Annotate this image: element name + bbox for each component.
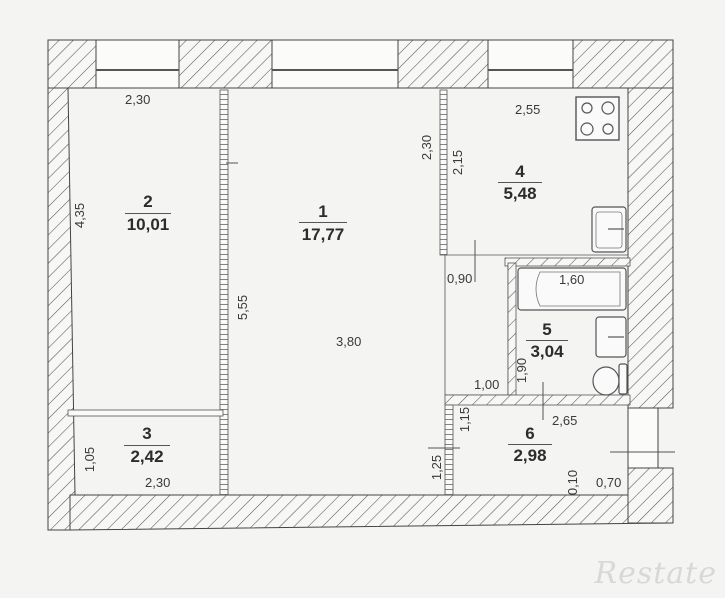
toilet-icon: [592, 363, 628, 396]
room-3-area: 2,42: [130, 447, 164, 466]
dim-room6-width: 2,65: [552, 413, 578, 428]
dim-room3-width: 2,30: [145, 475, 171, 490]
room-4-divider: [498, 182, 542, 183]
room-1-number: 1: [318, 202, 328, 221]
room-2-number: 2: [143, 192, 153, 211]
dim-room2-height: 4,35: [72, 202, 88, 229]
dim-room6-offset: 0,10: [565, 469, 581, 496]
room-2-divider: [125, 213, 171, 214]
room-6-area: 2,98: [513, 446, 547, 465]
dim-room4-door: 0,90: [447, 271, 473, 286]
room-5-number: 5: [542, 320, 552, 339]
dim-room1-width: 3,80: [336, 334, 362, 349]
dim-room6-height-a: 1,15: [457, 406, 473, 433]
bathtub-icon: [517, 267, 627, 311]
dim-room5-height: 1,90: [514, 357, 530, 384]
dim-room5-door: 1,00: [474, 377, 500, 392]
exterior-walls: [47, 39, 675, 531]
room-1-area: 17,77: [301, 225, 345, 244]
room-3-number: 3: [142, 424, 152, 443]
dim-room4-height-outer: 2,30: [419, 134, 435, 161]
room-3-divider: [124, 445, 170, 446]
dim-room2-width: 2,30: [125, 92, 151, 107]
room-5-divider: [526, 340, 568, 341]
room-6-number: 6: [525, 424, 535, 443]
kitchen-sink-icon: [591, 206, 627, 253]
room-2-area: 10,01: [126, 215, 170, 234]
dim-room6-height-b: 1,25: [429, 454, 445, 481]
room-6-divider: [508, 444, 552, 445]
interior-partitions: [67, 89, 631, 496]
dim-room1-height: 5,55: [235, 294, 251, 321]
dim-room4-height-inner: 2,15: [450, 149, 466, 176]
room-1-divider: [299, 222, 347, 223]
dim-bath-length: 1,60: [559, 272, 585, 287]
dim-room4-width: 2,55: [515, 102, 541, 117]
room-4-area: 5,48: [503, 184, 537, 203]
dim-room6-door: 0,70: [596, 475, 622, 490]
dim-room3-height: 1,05: [82, 446, 98, 473]
room-5-area: 3,04: [530, 342, 564, 361]
room-4-number: 4: [515, 162, 525, 181]
bathroom-sink-icon: [595, 316, 627, 358]
stove-icon: [575, 96, 620, 141]
watermark-logo: Restate: [594, 556, 717, 591]
